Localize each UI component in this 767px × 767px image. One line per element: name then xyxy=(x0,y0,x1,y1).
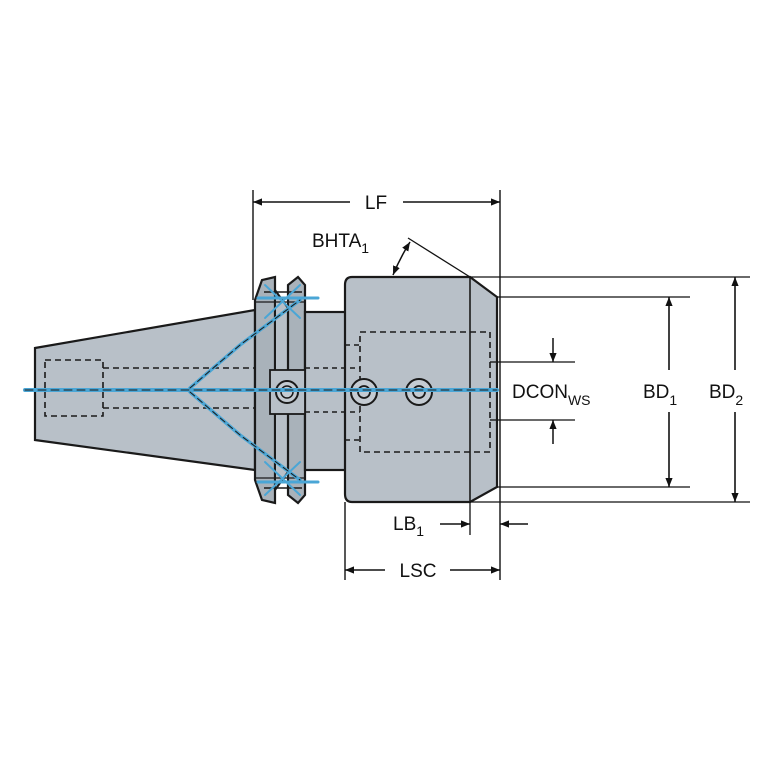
label-lf: LF xyxy=(365,193,387,214)
label-lb: LB1 xyxy=(393,514,424,539)
label-bd1: BD1 xyxy=(643,382,677,408)
dim-lsc: LSC xyxy=(345,561,500,582)
dim-lf: LF xyxy=(252,190,501,580)
dim-dcon: DCONWS xyxy=(497,338,591,444)
label-bd2: BD2 xyxy=(709,382,743,408)
label-dcon: DCONWS xyxy=(512,382,591,408)
coolant-channels xyxy=(23,284,499,496)
label-bhta: BHTA1 xyxy=(312,231,369,256)
dim-bd1: BD1 xyxy=(497,296,690,488)
label-lsc: LSC xyxy=(400,561,437,582)
dim-bhta: BHTA1 xyxy=(312,231,471,278)
dim-bd2: BD2 xyxy=(470,276,750,503)
